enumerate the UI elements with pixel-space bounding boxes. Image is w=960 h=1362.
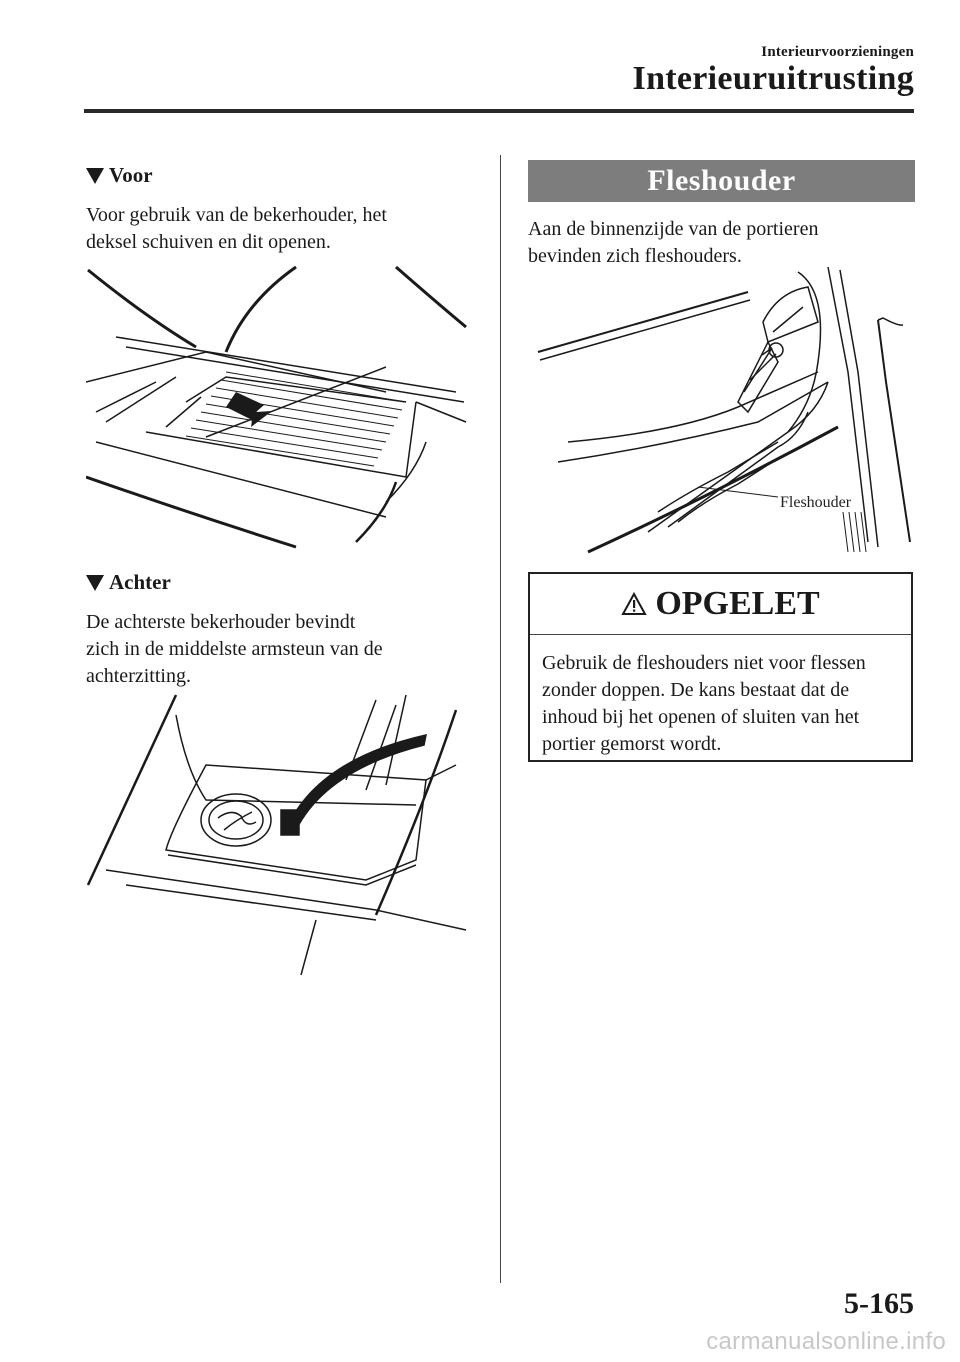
paragraph-line: achterzitting.	[86, 665, 191, 687]
paragraph-voor: Voor gebruik van de bekerhouder, het dek…	[86, 202, 387, 256]
paragraph-line: Aan de binnenzijde van de portieren	[528, 218, 819, 240]
warning-triangle-icon	[621, 592, 648, 616]
illustration-front-cupholder	[86, 262, 468, 550]
subheading-voor-text: Voor	[109, 163, 153, 187]
header-rule	[84, 109, 914, 113]
caution-body: Gebruik de fleshouders niet voor flessen…	[530, 635, 911, 758]
arrow-icon	[226, 392, 272, 427]
section-title-fleshouder: Fleshouder	[528, 160, 915, 202]
page-title: Interieuruitrusting	[632, 60, 914, 97]
paragraph-line: bevinden zich fleshouders.	[528, 245, 742, 267]
paragraph-line: zich in de middelste armsteun van de	[86, 638, 383, 660]
caution-line: Gebruik de fleshouders niet voor flessen	[542, 652, 866, 674]
paragraph-line: deksel schuiven en dit openen.	[86, 231, 331, 253]
watermark[interactable]: carmanualsonline.info	[706, 1328, 946, 1355]
paragraph-line: Voor gebruik van de bekerhouder, het	[86, 204, 387, 226]
caution-line: inhoud bij het openen of sluiten van het	[542, 706, 860, 728]
caution-line: portier gemorst wordt.	[542, 733, 722, 755]
paragraph-achter: De achterste bekerhouder bevindt zich in…	[86, 609, 383, 690]
figure-label-fleshouder: Fleshouder	[780, 494, 852, 511]
page-number: 5-165	[844, 1287, 914, 1320]
header-section: Interieurvoorzieningen	[761, 44, 914, 60]
paragraph-line: De achterste bekerhouder bevindt	[86, 611, 356, 633]
triangle-down-icon	[86, 167, 104, 184]
subheading-achter: Achter	[86, 570, 171, 595]
subheading-achter-text: Achter	[109, 570, 171, 594]
illustration-door-bottle-holder	[528, 262, 913, 554]
subheading-voor: Voor	[86, 163, 153, 188]
caution-header: OPGELET	[530, 574, 911, 635]
triangle-down-icon	[86, 574, 104, 591]
caution-box: OPGELET Gebruik de fleshouders niet voor…	[528, 572, 913, 762]
caution-line: zonder doppen. De kans bestaat dat de	[542, 679, 850, 701]
caution-title: OPGELET	[655, 585, 820, 622]
column-divider	[500, 155, 501, 1283]
paragraph-fleshouder: Aan de binnenzijde van de portieren bevi…	[528, 216, 818, 270]
illustration-rear-cupholder	[86, 690, 468, 980]
